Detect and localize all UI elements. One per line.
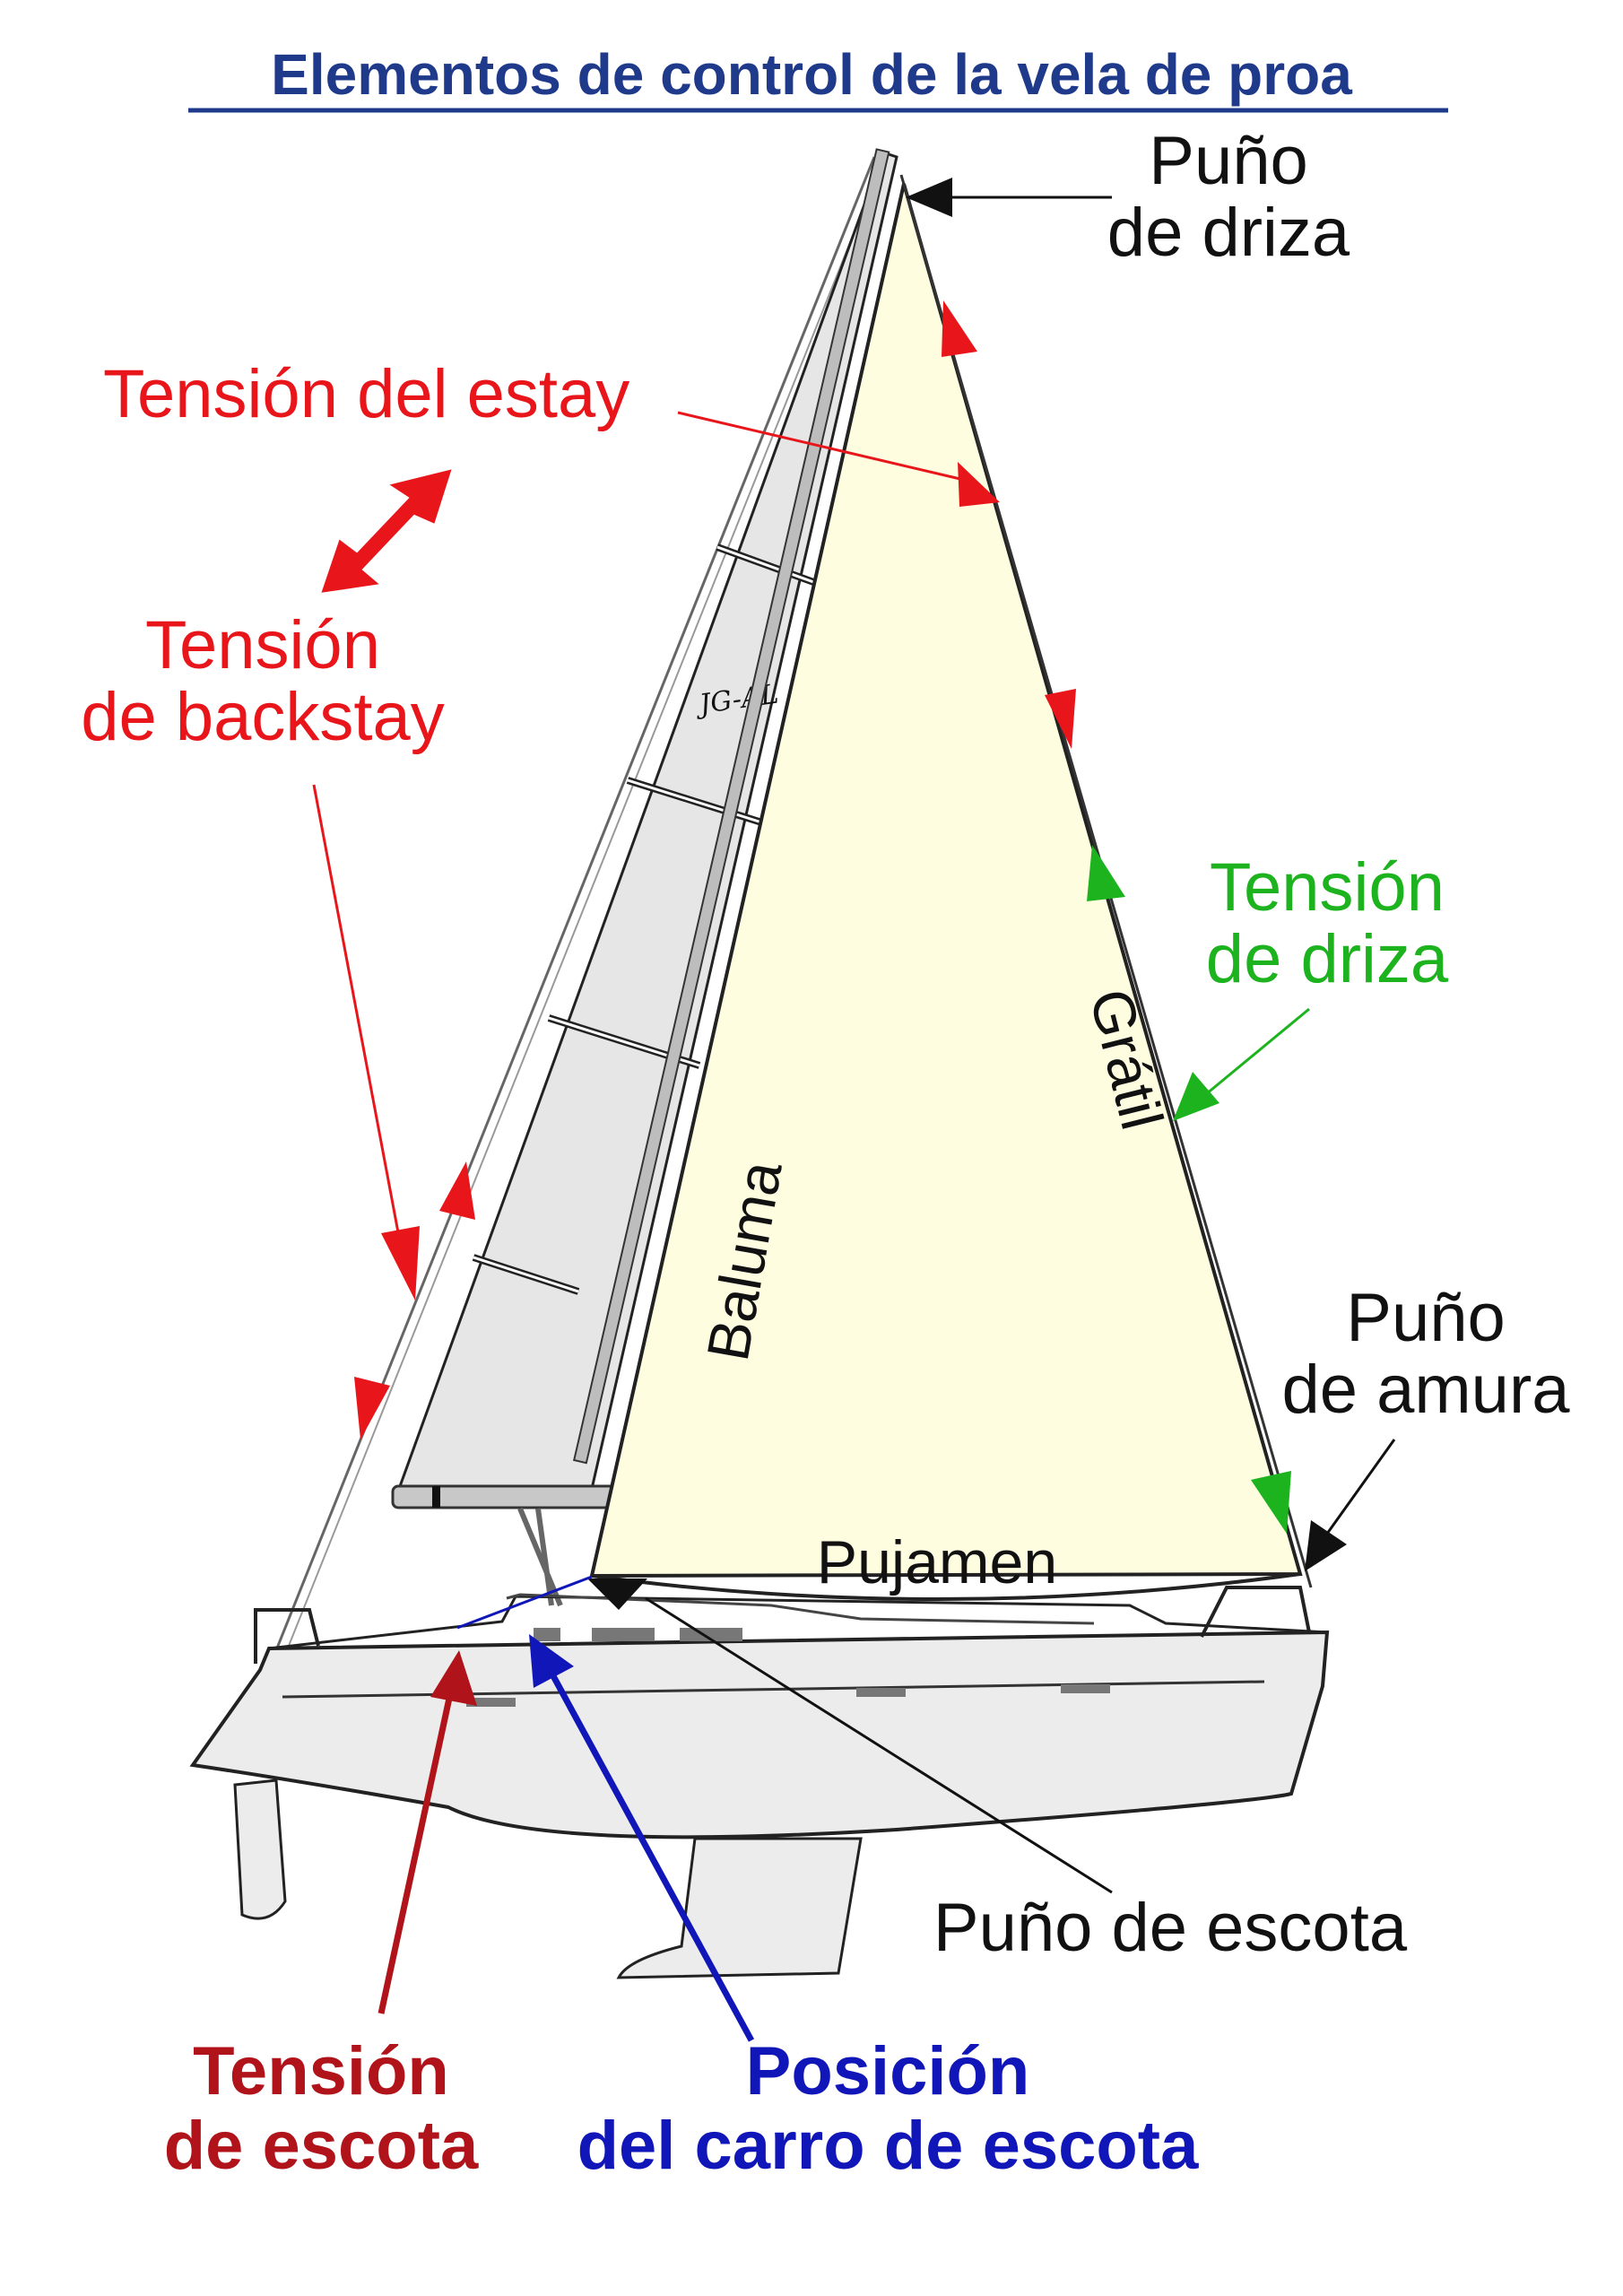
label-puno-amura: Puño bbox=[1346, 1280, 1506, 1356]
halyard-tension-arrow-down-icon bbox=[1251, 1471, 1291, 1534]
halyard-tension-pointer-line bbox=[1205, 1007, 1310, 1096]
label-puno-driza-2: de driza bbox=[1107, 195, 1350, 271]
hull bbox=[189, 1630, 1330, 1839]
estay-pointer-line bbox=[677, 411, 965, 482]
sheet-clew-pointer-line bbox=[645, 1596, 1113, 1894]
double-headed-arrow-icon bbox=[318, 466, 455, 596]
halyard-clew-arrowhead-icon bbox=[906, 178, 952, 217]
batten-inner bbox=[473, 1256, 579, 1293]
boom-band bbox=[432, 1486, 440, 1508]
backstay-pointer-arrowhead-icon bbox=[381, 1226, 420, 1300]
mast bbox=[573, 148, 890, 1465]
batten-inner bbox=[716, 545, 817, 585]
label-tension-driza-2: de driza bbox=[1206, 921, 1449, 997]
label-puno-escota: Puño de escota bbox=[933, 1890, 1408, 1966]
hull-window bbox=[856, 1688, 906, 1697]
bow-pulpit bbox=[1200, 1586, 1311, 1638]
jib-foot bbox=[591, 1572, 1301, 1602]
sheet-clew-arrowhead-fill bbox=[587, 1578, 647, 1610]
hull-window bbox=[466, 1698, 516, 1707]
portlight bbox=[592, 1628, 655, 1641]
boom bbox=[391, 1484, 619, 1509]
cabin bbox=[506, 1593, 1095, 1625]
label-tension-escota: Tensión bbox=[193, 2033, 449, 2109]
label-tension-backstay: Tensión bbox=[145, 607, 380, 683]
label-tension-backstay-2: de backstay bbox=[81, 679, 445, 755]
tack-arrowhead-icon bbox=[1305, 1520, 1347, 1571]
hull-window bbox=[1061, 1684, 1110, 1693]
halyard-tension-pointer-arrowhead-icon bbox=[1173, 1072, 1219, 1121]
stern-pulpit bbox=[254, 1608, 320, 1664]
tack-arrow-line bbox=[1325, 1439, 1396, 1535]
sheet-lead-line bbox=[456, 1575, 593, 1630]
page-title: Elementos de control de la vela de proa bbox=[271, 42, 1352, 107]
keel bbox=[616, 1837, 863, 1979]
backstay-arrow-down-icon bbox=[354, 1377, 390, 1439]
sheet-tension-arrowhead-icon bbox=[430, 1650, 477, 1706]
batten-inner bbox=[627, 778, 785, 831]
label-pujamen: Pujamen bbox=[817, 1528, 1057, 1596]
car-position-line bbox=[548, 1671, 755, 2042]
sheet-tension-line bbox=[378, 1681, 456, 2014]
car-position-arrowhead-icon bbox=[529, 1634, 574, 1688]
forestay-arrow-up-icon bbox=[942, 300, 977, 357]
label-tension-driza: Tensión bbox=[1210, 849, 1445, 926]
label-posicion-carro-2: del carro de escota bbox=[577, 2108, 1199, 2184]
label-posicion-carro: Posición bbox=[746, 2033, 1030, 2109]
estay-pointer-arrowhead-icon bbox=[958, 462, 1000, 507]
rudder bbox=[233, 1779, 287, 1920]
boom-vang bbox=[535, 1508, 554, 1606]
label-puno-amura-2: de amura bbox=[1281, 1352, 1570, 1428]
portlight bbox=[534, 1628, 560, 1641]
label-tension-escota-2: de escota bbox=[164, 2108, 479, 2184]
backstay-line-2 bbox=[277, 159, 884, 1674]
backstay-pointer-line bbox=[312, 784, 403, 1248]
label-puno-driza: Puño bbox=[1149, 123, 1308, 199]
backstay-arrow-up-icon bbox=[439, 1161, 475, 1220]
boom-vang bbox=[517, 1507, 563, 1607]
forestay-arrow-down-icon bbox=[1045, 689, 1076, 749]
label-tension-estay: Tensión del estay bbox=[103, 356, 629, 432]
halyard-tension-arrow-up-icon bbox=[1087, 845, 1125, 901]
